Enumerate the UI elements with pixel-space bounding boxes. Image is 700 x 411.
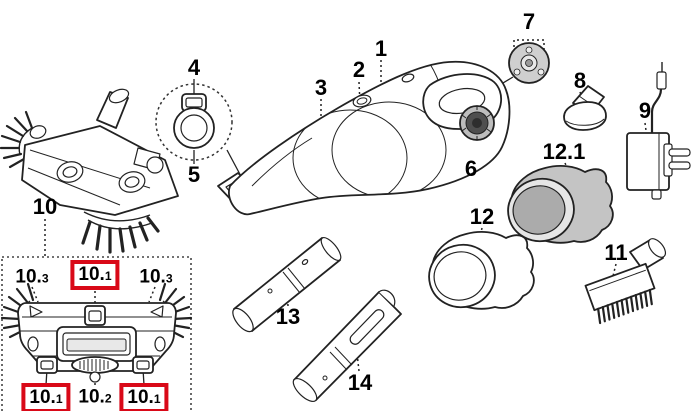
part-label-4: 4: [187, 55, 201, 80]
part-11-dusting-brush: [584, 238, 667, 325]
part-7-wheel-cap: [508, 42, 550, 84]
part-label-7: 7: [522, 9, 536, 34]
part-label-1: 1: [374, 36, 388, 61]
part-label-5: 5: [187, 162, 201, 187]
part-6-filter-knob: [459, 105, 495, 141]
part-label-12-1: 12.1: [542, 139, 586, 164]
part-label-12: 12: [469, 204, 495, 229]
side-brush-left: [0, 110, 34, 169]
part-1-main-body: [217, 60, 511, 216]
bottom-brush-tuft: [81, 211, 160, 254]
part-label-11: 11: [604, 240, 628, 265]
part-label-10-1-bottom-right-highlighted: 10.1: [119, 383, 169, 411]
part-label-14: 14: [347, 370, 373, 395]
part-8-adapter-nozzle: [563, 85, 607, 131]
plug-prong: [668, 148, 691, 157]
part-4-5-filter-ring-detail: [155, 83, 233, 161]
part-12-nozzle: [428, 231, 535, 310]
part-label-10-3-left: 10.3: [15, 266, 49, 288]
part-label-9: 9: [638, 98, 652, 123]
plug-prong: [668, 161, 691, 170]
part-label-3: 3: [314, 75, 328, 100]
part-label-6: 6: [464, 156, 478, 181]
part-label-8: 8: [573, 68, 587, 93]
part-label-10-3-right: 10.3: [139, 266, 173, 288]
part-12-1-nozzle-shaded: [507, 165, 614, 244]
release-button: [352, 94, 372, 108]
part-label-10: 10: [32, 194, 58, 219]
part-14-crevice-tool: [292, 289, 402, 403]
part-label-13: 13: [275, 304, 301, 329]
ribbed-cover: [71, 356, 119, 383]
inset-brush-underside: [0, 282, 193, 383]
part-label-2: 2: [352, 57, 366, 82]
part-13-extension-tube: [232, 236, 342, 333]
part-label-10-2: 10.2: [78, 386, 112, 408]
part-label-10-1-bottom-left-highlighted: 10.1: [21, 383, 71, 411]
part-10-turbo-brush: [0, 88, 179, 254]
part-9-charger: [626, 62, 691, 200]
part-label-10-1-top-highlighted: 10.1: [70, 260, 120, 290]
inset-detail-box: [1, 256, 192, 411]
